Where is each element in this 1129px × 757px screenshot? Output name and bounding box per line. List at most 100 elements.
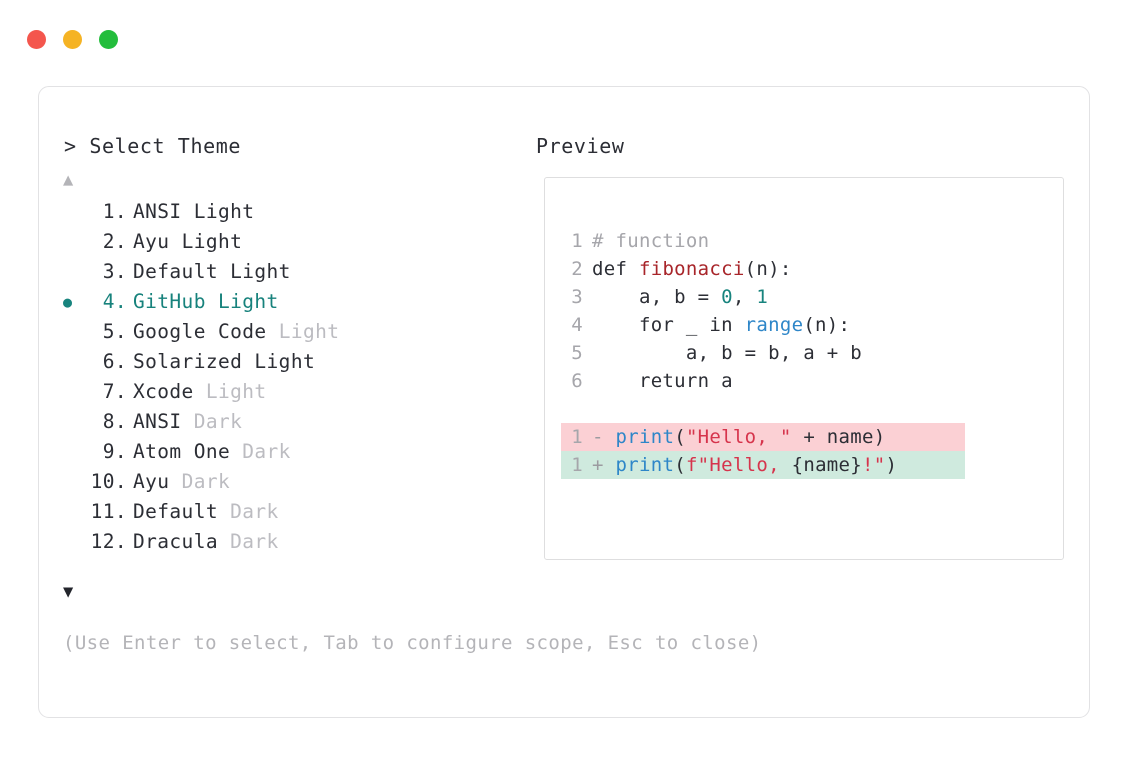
theme-item-name: Ayu Dark [133, 470, 231, 493]
code-token-num: 1 [756, 286, 769, 308]
code-line: 5 a, b = b, a + b [561, 339, 1057, 367]
code-token-string: f"Hello, [685, 454, 792, 476]
code-line: 6 return a [561, 367, 1057, 395]
theme-list-item[interactable]: 7. Xcode Light [63, 377, 523, 407]
theme-item-name: GitHub Light [133, 290, 279, 313]
prompt-header: > Select Theme [64, 134, 241, 158]
theme-item-variant: Dark [242, 440, 291, 463]
code-token-plain: , [732, 286, 757, 308]
code-token-string: !" [862, 454, 886, 476]
scroll-down-arrow-icon[interactable]: ▼ [63, 582, 74, 602]
theme-item-name: Atom One Dark [133, 440, 291, 463]
code-spacer [561, 395, 1057, 423]
selection-bullet-icon: ● [63, 293, 73, 311]
theme-list-item[interactable]: 6.Solarized Light [63, 347, 523, 377]
traffic-lights [27, 30, 118, 49]
prompt-marker: > [64, 134, 77, 158]
close-window-button[interactable] [27, 30, 46, 49]
theme-item-variant: Dark [230, 500, 279, 523]
theme-item-variant: Light [278, 320, 340, 343]
theme-item-variant: Light [254, 350, 316, 373]
theme-list-item[interactable]: 1. ANSI Light [63, 197, 523, 227]
code-token-plain: ) [885, 454, 898, 476]
diff-marker: - [592, 426, 616, 448]
theme-item-variant: Light [230, 260, 291, 283]
theme-item-variant: Light [193, 200, 255, 223]
theme-item-index: 12. [90, 530, 127, 553]
code-token-builtin: print [615, 426, 675, 448]
theme-item-index: 1. [102, 200, 127, 223]
diff-line-number: 1 [571, 454, 583, 476]
code-line-number: 2 [571, 258, 583, 280]
theme-list-item[interactable]: 5.Google Code Light [63, 317, 523, 347]
theme-item-index: 3. [102, 260, 127, 283]
theme-item-variant: Light [181, 230, 243, 253]
code-line-number: 4 [571, 314, 583, 336]
code-token-keyword: def [592, 258, 639, 280]
diff-marker: + [592, 454, 616, 476]
code-line-number: 3 [571, 286, 583, 308]
code-token-plain: ( [674, 454, 686, 476]
theme-item-index: 6. [102, 350, 127, 373]
theme-list-item[interactable]: 10. Ayu Dark [63, 467, 523, 497]
code-token-plain: (n): [803, 314, 851, 336]
theme-item-name: Default Light [133, 260, 291, 283]
minimize-window-button[interactable] [63, 30, 82, 49]
theme-list: 1. ANSI Light 2. Ayu Light 3. Default Light ● 4… [63, 197, 523, 557]
code-token-plain: a, b = [592, 286, 722, 308]
code-token-plain: (n): [744, 258, 792, 280]
theme-list-item[interactable]: 2. Ayu Light [63, 227, 523, 257]
theme-item-index: 8. [102, 410, 127, 433]
code-line-number: 6 [571, 370, 583, 392]
code-line-number: 5 [571, 342, 583, 364]
code-token-func: fibonacci [638, 258, 745, 280]
code-line-number: 1 [571, 230, 583, 252]
diff-line-add: 1 + print(f"Hello, {name}!") [561, 451, 965, 479]
code-token-comment: # function [592, 230, 710, 252]
theme-item-name: ANSI Dark [133, 410, 243, 433]
theme-item-index: 11. [90, 500, 127, 523]
code-token-plain: for _ in [592, 314, 745, 336]
theme-list-item[interactable]: 11. Default Dark [63, 497, 523, 527]
preview-header: Preview [536, 134, 625, 158]
code-line: 2 def fibonacci(n): [561, 255, 1057, 283]
code-token-builtin: range [744, 314, 804, 336]
code-token-builtin: print [615, 454, 675, 476]
theme-item-index: 7. [102, 380, 127, 403]
theme-item-variant: Dark [181, 470, 231, 493]
code-token-plain: a, b = b, a + b [592, 342, 862, 364]
code-token-num: 0 [721, 286, 733, 308]
code-token-plain: return a [592, 370, 733, 392]
code-line: 3 a, b = 0, 1 [561, 283, 1057, 311]
scroll-up-arrow-icon[interactable]: ▲ [63, 170, 74, 190]
theme-item-index: 5. [102, 320, 127, 343]
theme-item-index: 10. [90, 470, 127, 493]
theme-selector-card: > Select Theme Preview ▲ ▼ 1. ANSI Light 2… [38, 86, 1090, 718]
code-line: 4 for _ in range(n): [561, 311, 1057, 339]
theme-item-index: 4. [102, 290, 127, 313]
theme-item-name: Xcode Light [133, 380, 267, 403]
theme-item-name: Default Dark [133, 500, 279, 523]
theme-item-name: ANSI Light [133, 200, 255, 223]
theme-item-index: 2. [102, 230, 127, 253]
code-token-string: "Hello, " [685, 426, 792, 448]
window-titlebar [0, 0, 1129, 78]
code-line: 1 # function [561, 227, 1057, 255]
theme-list-item[interactable]: 8. ANSI Dark [63, 407, 523, 437]
theme-item-variant: Dark [230, 530, 279, 553]
theme-item-variant: Dark [193, 410, 243, 433]
theme-list-item[interactable]: 12. Dracula Dark [63, 527, 523, 557]
theme-item-name: Ayu Light [133, 230, 243, 253]
diff-line-delete: 1- print("Hello, " + name) [561, 423, 965, 451]
theme-item-variant: Light [205, 380, 267, 403]
code-token-plain: ( [674, 426, 686, 448]
theme-list-item[interactable]: 3. Default Light [63, 257, 523, 287]
theme-item-name: Dracula Dark [133, 530, 279, 553]
theme-list-item[interactable]: ● 4. GitHub Light [63, 287, 523, 317]
zoom-window-button[interactable] [99, 30, 118, 49]
keyboard-hint: (Use Enter to select, Tab to configure s… [63, 632, 762, 654]
theme-list-item[interactable]: 9.Atom One Dark [63, 437, 523, 467]
theme-item-variant: Light [217, 290, 279, 313]
code-token-plain: {name} [791, 454, 863, 476]
